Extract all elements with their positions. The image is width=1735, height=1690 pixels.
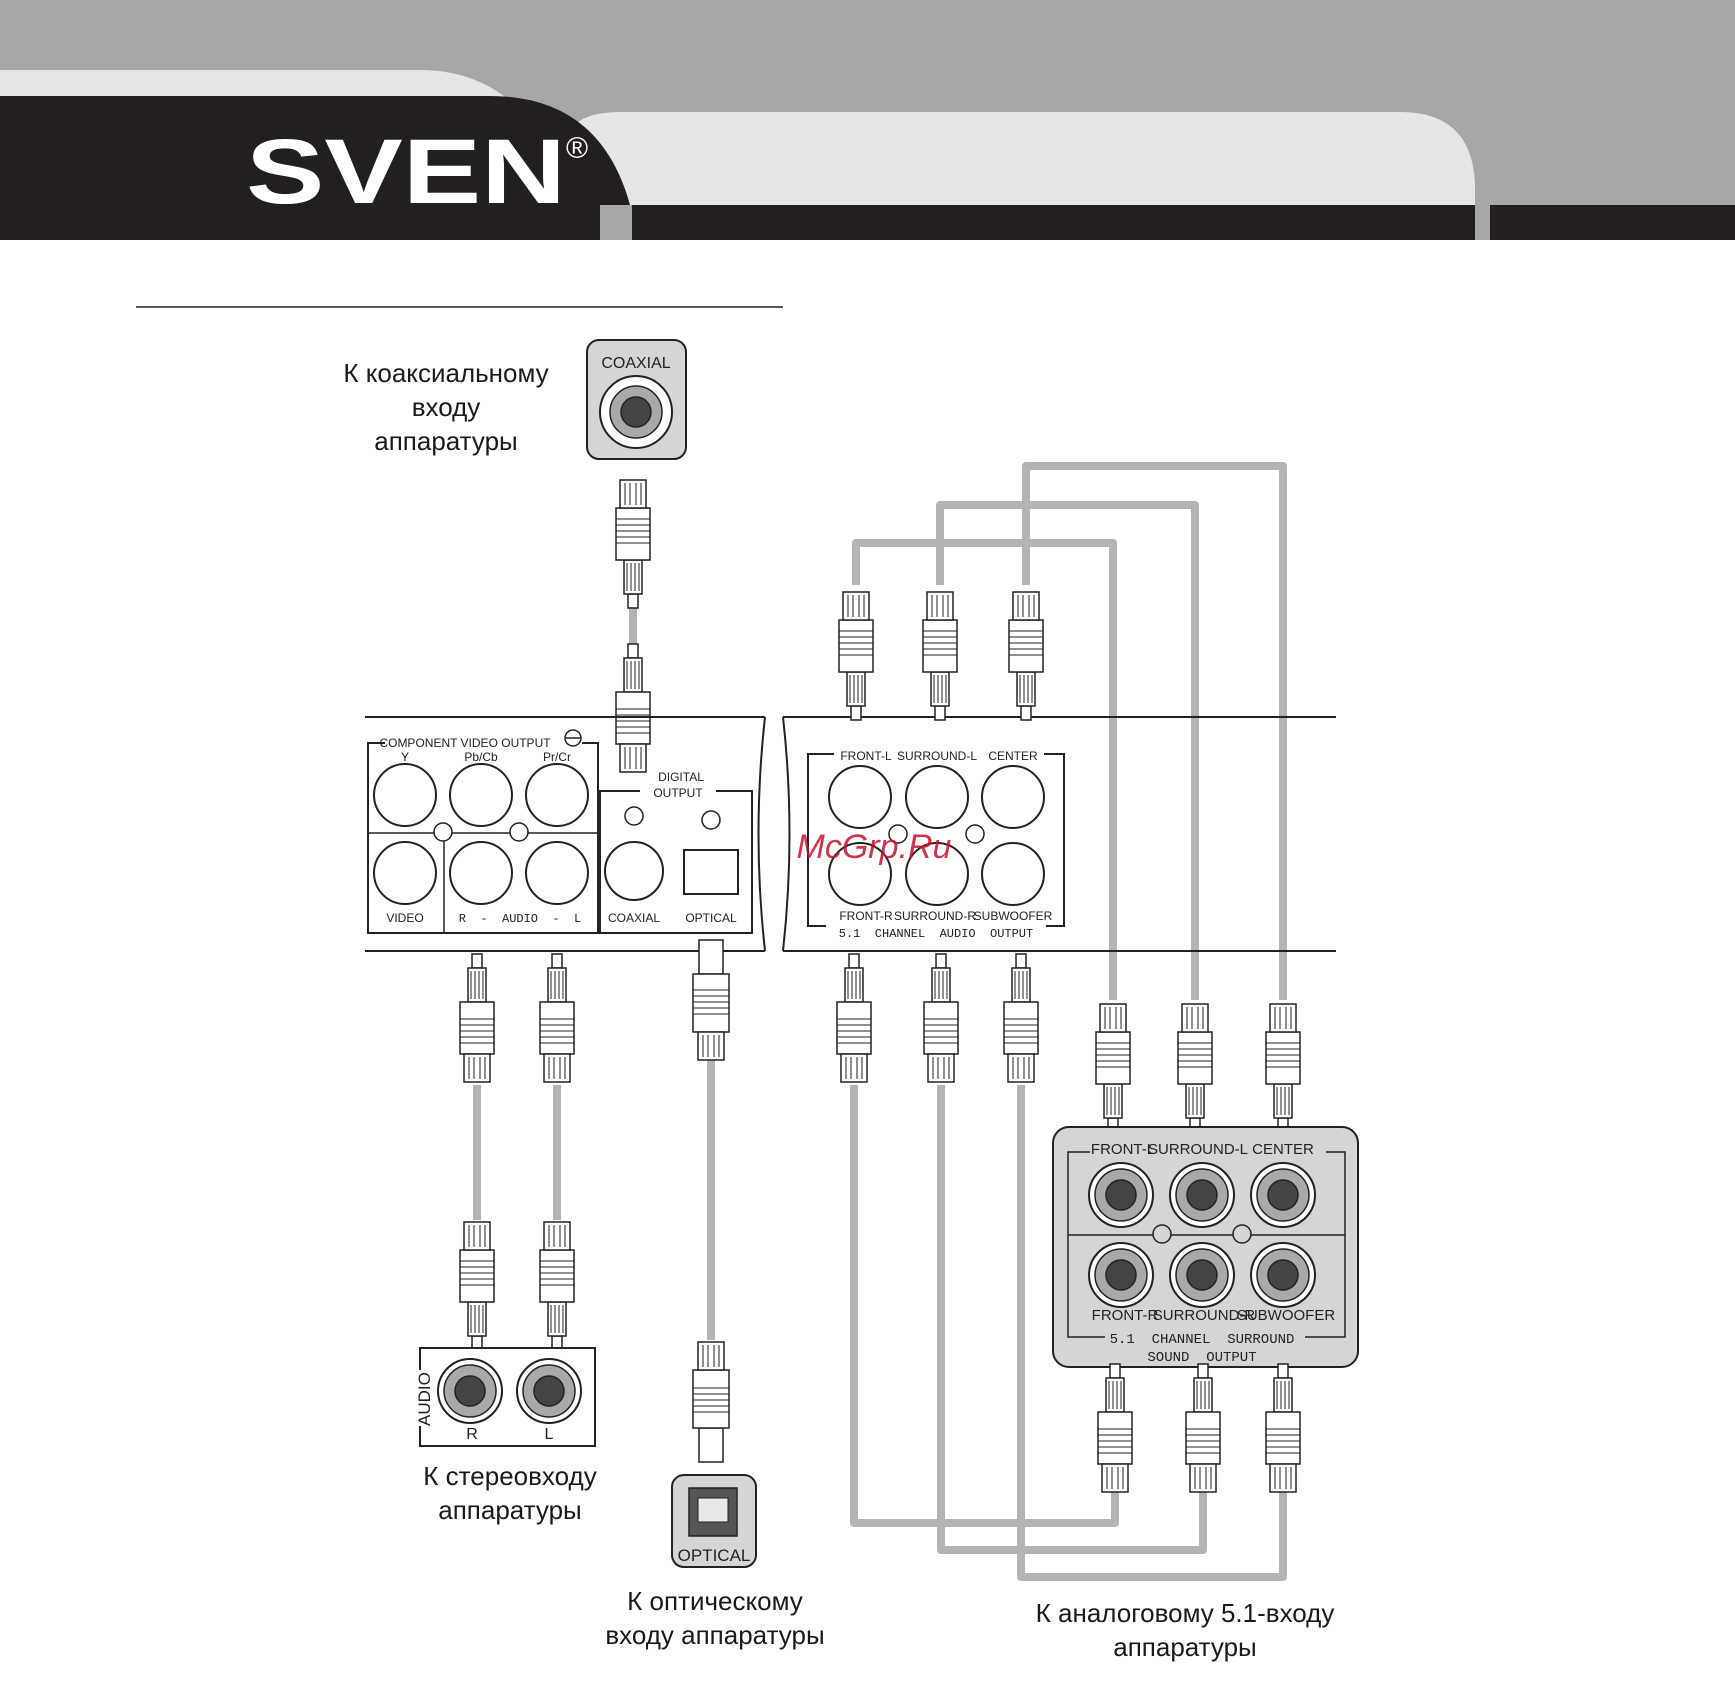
svg-text:SURROUND-R: SURROUND-R xyxy=(894,909,976,923)
svg-text:FRONT-L: FRONT-L xyxy=(1091,1141,1155,1158)
ch51-output-group: FRONT-L SURROUND-L CENTER FRONT-R SURROU… xyxy=(807,749,1065,941)
svg-text:Y: Y xyxy=(401,750,409,764)
svg-text:CENTER: CENTER xyxy=(988,749,1038,763)
svg-text:COAXIAL: COAXIAL xyxy=(601,355,670,372)
receiver-51-panel: FRONT-L SURROUND-L CENTER FRONT-R SURROU… xyxy=(1052,1126,1359,1368)
caption-stereo: К стереовходу аппаратуры xyxy=(423,1461,597,1525)
receiver-bottom-plugs xyxy=(1097,1363,1301,1493)
svg-text:R: R xyxy=(466,1426,478,1443)
svg-text:COAXIAL: COAXIAL xyxy=(608,911,660,925)
registered-mark: ® xyxy=(566,132,588,165)
component-video-group: COMPONENT VIDEO OUTPUT Y Pb/Cb Pr/Cr VID… xyxy=(367,729,599,934)
svg-text:SURROUND-L: SURROUND-L xyxy=(1148,1141,1248,1158)
digital-output-group: DIGITAL OUTPUT COAXIAL OPTICAL xyxy=(599,770,753,934)
ch51-top-plugs xyxy=(838,591,1044,721)
svg-text:VIDEO: VIDEO xyxy=(386,911,423,925)
svg-text:SURROUND-L: SURROUND-L xyxy=(897,749,977,763)
svg-text:SOUND OUTPUT: SOUND OUTPUT xyxy=(1147,1350,1256,1366)
player-bottom-plugs xyxy=(459,939,1039,1083)
caption-coaxial: К коаксиальному входу аппаратуры xyxy=(343,358,549,456)
svg-text:OUTPUT: OUTPUT xyxy=(653,786,703,800)
svg-text:Pb/Cb: Pb/Cb xyxy=(464,750,498,764)
svg-text:L: L xyxy=(545,1426,554,1443)
svg-text:SUBWOOFER: SUBWOOFER xyxy=(974,909,1053,923)
svg-text:FRONT-R: FRONT-R xyxy=(1092,1307,1159,1324)
svg-text:FRONT-L: FRONT-L xyxy=(840,749,892,763)
cables xyxy=(473,462,1287,1581)
stereo-input-socket: AUDIO R L xyxy=(410,1347,596,1447)
svg-text:SURROUND-R: SURROUND-R xyxy=(1153,1307,1256,1324)
svg-text:OPTICAL: OPTICAL xyxy=(678,1546,751,1565)
optical-socket: OPTICAL xyxy=(671,1474,757,1568)
component-title: COMPONENT VIDEO OUTPUT xyxy=(379,736,551,750)
svg-text:AUDIO: AUDIO xyxy=(415,1372,434,1426)
receiver-top-plugs xyxy=(1095,1003,1301,1133)
watermark: McGrp.Ru xyxy=(797,828,952,866)
caption-analog51: К аналоговому 5.1-входу аппаратуры xyxy=(1035,1598,1335,1662)
coaxial-socket: COAXIAL xyxy=(586,339,687,460)
svg-text:DIGITAL: DIGITAL xyxy=(658,770,704,784)
svg-text:Pr/Cr: Pr/Cr xyxy=(543,750,571,764)
svg-text:OPTICAL: OPTICAL xyxy=(685,911,737,925)
optical-lower-plug xyxy=(692,1341,730,1463)
svg-text:5.1 CHANNEL SURROUND: 5.1 CHANNEL SURROUND xyxy=(1110,1332,1295,1348)
svg-text:FRONT-R: FRONT-R xyxy=(839,909,893,923)
header-band: SVEN ® xyxy=(0,0,1735,240)
svg-text:5.1 CHANNEL AUDIO OUTPUT: 5.1 CHANNEL AUDIO OUTPUT xyxy=(839,927,1033,941)
svg-text:CENTER: CENTER xyxy=(1252,1141,1314,1158)
svg-text:R - AUDIO - L: R - AUDIO - L xyxy=(459,912,581,926)
stereo-lower-plugs xyxy=(459,1221,575,1351)
brand-logo: SVEN xyxy=(246,121,566,223)
svg-text:SUBWOOFER: SUBWOOFER xyxy=(1237,1307,1336,1324)
caption-optical: К оптическому входу аппаратуры xyxy=(605,1586,825,1650)
